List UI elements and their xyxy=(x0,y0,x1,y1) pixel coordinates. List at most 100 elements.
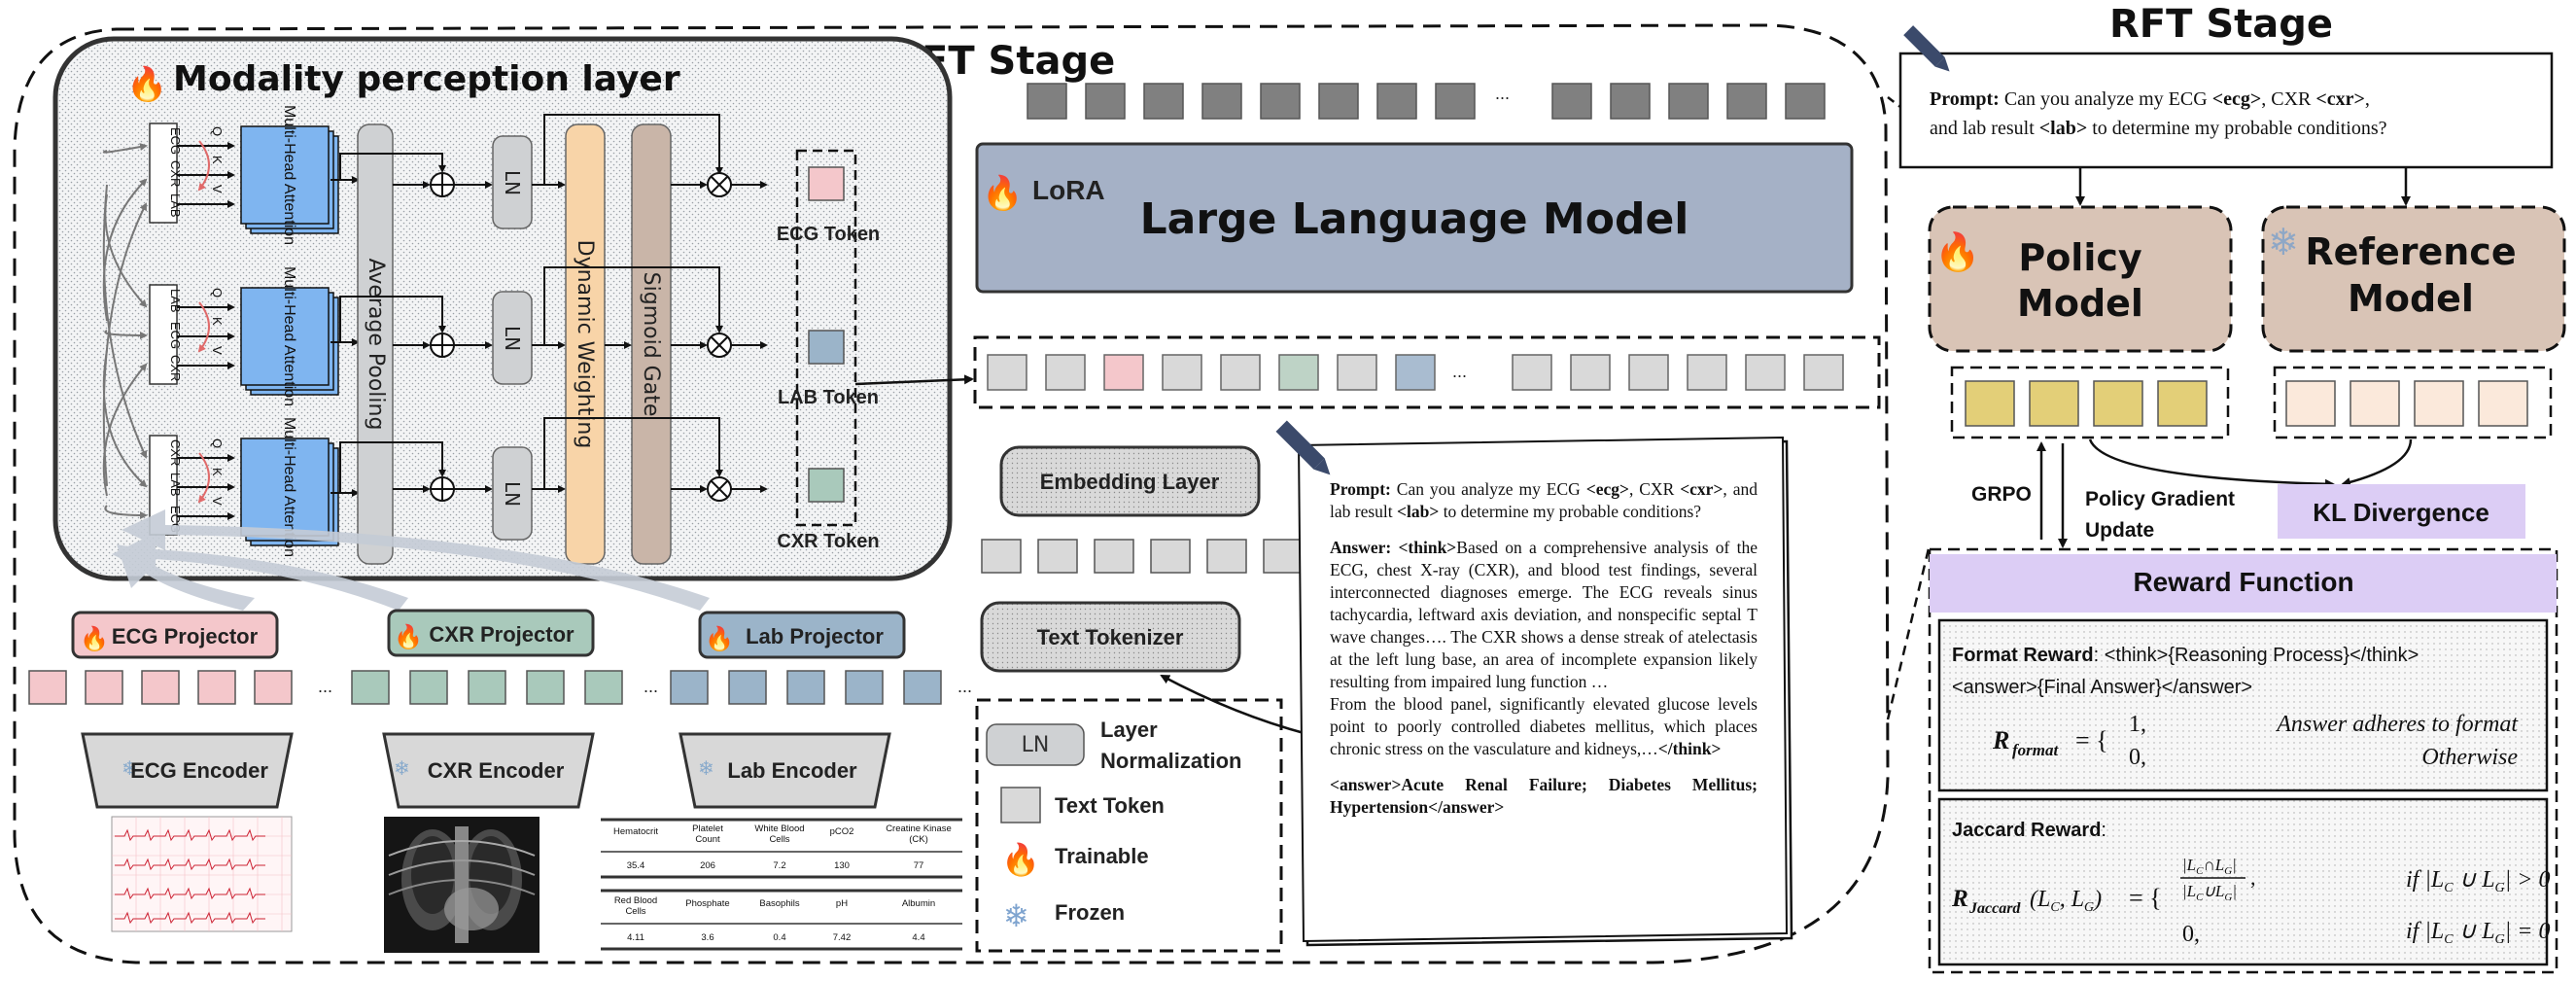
lab-table-value: 4.11 xyxy=(627,932,644,943)
rft-prompt-box xyxy=(1898,52,2554,169)
modality-flame-icon: 🔥 xyxy=(126,65,167,103)
jaccard-cond-2: if |L xyxy=(2406,919,2444,944)
qa-answer: Answer: <think>Based on a comprehensive … xyxy=(1330,538,1758,691)
ecg-projector-label: ECG Projector xyxy=(112,624,259,648)
mha-label: Multi-Head Attention xyxy=(281,417,297,557)
lab-table-value: 0.4 xyxy=(773,932,785,943)
chest-xray-image xyxy=(384,817,540,953)
cxr-projector-flame-icon: 🔥 xyxy=(394,623,423,650)
legend-token-swatch xyxy=(1000,787,1041,823)
residual-lines xyxy=(339,153,493,493)
modality-row-lab: LAB ECG CXR Q K V Multi-Head Attention xyxy=(149,266,360,406)
cxr-encoder-label: CXR Encoder xyxy=(428,758,565,783)
order-label: LAB xyxy=(168,289,183,313)
lab-table-header: Hematocrit xyxy=(613,826,658,837)
lab-token-label: LAB Token xyxy=(778,387,879,408)
lab-table-value: 7.42 xyxy=(833,932,852,943)
qa-to-tokenizer-arrow xyxy=(1160,674,1308,736)
svg-text:if |LC ∪ LG| > 0: if |LC ∪ LG| > 0 xyxy=(2406,867,2550,895)
rft-prompt-text: Prompt: Can you analyze my ECG <ecg>, CX… xyxy=(1930,88,2387,139)
mha-label: Multi-Head Attention xyxy=(281,266,297,406)
format-zero: 0, xyxy=(2129,745,2146,770)
jaccard-reward-title: Jaccard Reward: xyxy=(1952,820,2106,841)
legend-snowflake-icon: ❄ xyxy=(1003,898,1029,933)
k-label: K xyxy=(210,468,225,476)
legend-flame-icon: 🔥 xyxy=(1001,842,1040,877)
lab-projector-label: Lab Projector xyxy=(746,624,884,648)
legend-frozen-label: Frozen xyxy=(1055,900,1125,925)
q-label: Q xyxy=(210,438,225,448)
pt-sft-stage-boundary xyxy=(13,23,1890,964)
q-label: Q xyxy=(210,126,225,136)
ellipsis: ... xyxy=(1452,362,1467,381)
reward-function-container xyxy=(1928,547,2559,974)
policy-output-tokens xyxy=(1965,380,2208,427)
order-label: CXR xyxy=(168,355,183,381)
lab-encoder-label: Lab Encoder xyxy=(727,758,857,783)
qa-prompt: Prompt: Can you analyze my ECG <ecg>, CX… xyxy=(1330,479,1758,521)
modality-rows: ECG CXR LAB Q K V Multi-Head Attention L… xyxy=(149,105,360,557)
v-label: V xyxy=(210,185,225,193)
legend-ln-label-1: Layer xyxy=(1100,718,1158,742)
legend-box xyxy=(975,698,1283,953)
qa-answer-continued: From the blood panel, significantly elev… xyxy=(1330,694,1758,758)
ecg-encoder-label: ECG Encoder xyxy=(130,758,268,783)
ln-label: LN xyxy=(501,170,524,195)
residual-add-nodes xyxy=(430,172,455,502)
svg-text:= {: = { xyxy=(2129,884,2162,912)
lab-table-header: pCO2 xyxy=(830,826,854,837)
v-label: V xyxy=(210,346,225,355)
k-label: K xyxy=(210,156,225,164)
ecg-token xyxy=(808,166,845,201)
order-label: CXR xyxy=(168,160,183,187)
lab-table-header: Platelet xyxy=(692,823,723,834)
legend-trainable-label: Trainable xyxy=(1055,844,1149,868)
format-reward-panel xyxy=(1937,618,2549,792)
ecg-waveform-image xyxy=(111,816,293,932)
lab-token xyxy=(808,330,845,365)
svg-text:|LC∩LG|: |LC∩LG| xyxy=(2182,856,2237,877)
pg-update-label-1: Policy Gradient xyxy=(2085,488,2235,510)
svg-text:= {: = { xyxy=(2075,726,2108,754)
sigmoid-gate-label: Sigmoid Gate xyxy=(639,272,663,417)
order-label: ECG xyxy=(168,127,183,155)
text-tokenizer-label: Text Tokenizer xyxy=(1037,625,1184,649)
cxr-encoder: ❄ CXR Encoder xyxy=(382,732,595,809)
cxr-projector: 🔥 CXR Projector xyxy=(387,609,595,657)
llm-input-sequence xyxy=(973,335,1881,409)
format-reward-spec-2: <answer>{Final Answer}</answer> xyxy=(1952,677,2252,698)
format-reward-formula: R format = { 1, 0, Answer adheres to for… xyxy=(1992,712,2519,770)
ecg-embeddings xyxy=(28,670,293,705)
q-label: Q xyxy=(210,288,225,298)
lab-table-header: White Blood xyxy=(754,823,804,834)
lab-table-header: pH xyxy=(836,898,848,909)
reference-snowflake-icon: ❄ xyxy=(2268,223,2299,263)
svg-text:R: R xyxy=(1951,886,1968,912)
legend-token-label: Text Token xyxy=(1055,793,1165,818)
lab-table-header: Phosphate xyxy=(685,898,729,909)
lab-encoder: ❄ Lab Encoder xyxy=(679,732,891,809)
lab-table-header: Count xyxy=(695,834,720,845)
cxr-projector-label: CXR Projector xyxy=(429,622,574,647)
reference-output-group xyxy=(2273,366,2553,439)
lab-embeddings xyxy=(670,670,942,705)
reward-connector-dashed xyxy=(1886,543,1932,720)
v-label: V xyxy=(210,497,225,506)
large-language-model-block xyxy=(975,142,1854,294)
lab-table-value: 35.4 xyxy=(627,860,645,871)
dynamic-weighting-label: Dynamic Weighting xyxy=(573,240,597,449)
reference-output-tokens xyxy=(2285,380,2528,427)
lab-table-header: (CK) xyxy=(909,834,928,845)
cxr-token-label: CXR Token xyxy=(777,531,879,552)
svg-text:|LC∪LG|: |LC∪LG| xyxy=(2182,882,2237,903)
projector-to-modality-arrows xyxy=(112,509,710,611)
lab-encoder-snowflake-icon: ❄ xyxy=(698,758,714,780)
svg-text:R: R xyxy=(1992,726,2009,754)
svg-text:Jaccard: Jaccard xyxy=(1968,900,2021,917)
ecg-encoder-snowflake-icon: ❄ xyxy=(122,758,138,780)
ecg-encoder: ❄ ECG Encoder xyxy=(81,732,294,809)
lab-table-header: Cells xyxy=(625,906,645,917)
order-label: CXR xyxy=(168,439,183,466)
llm-title: Large Language Model xyxy=(1140,194,1689,244)
input-routing-arrows xyxy=(102,143,148,519)
